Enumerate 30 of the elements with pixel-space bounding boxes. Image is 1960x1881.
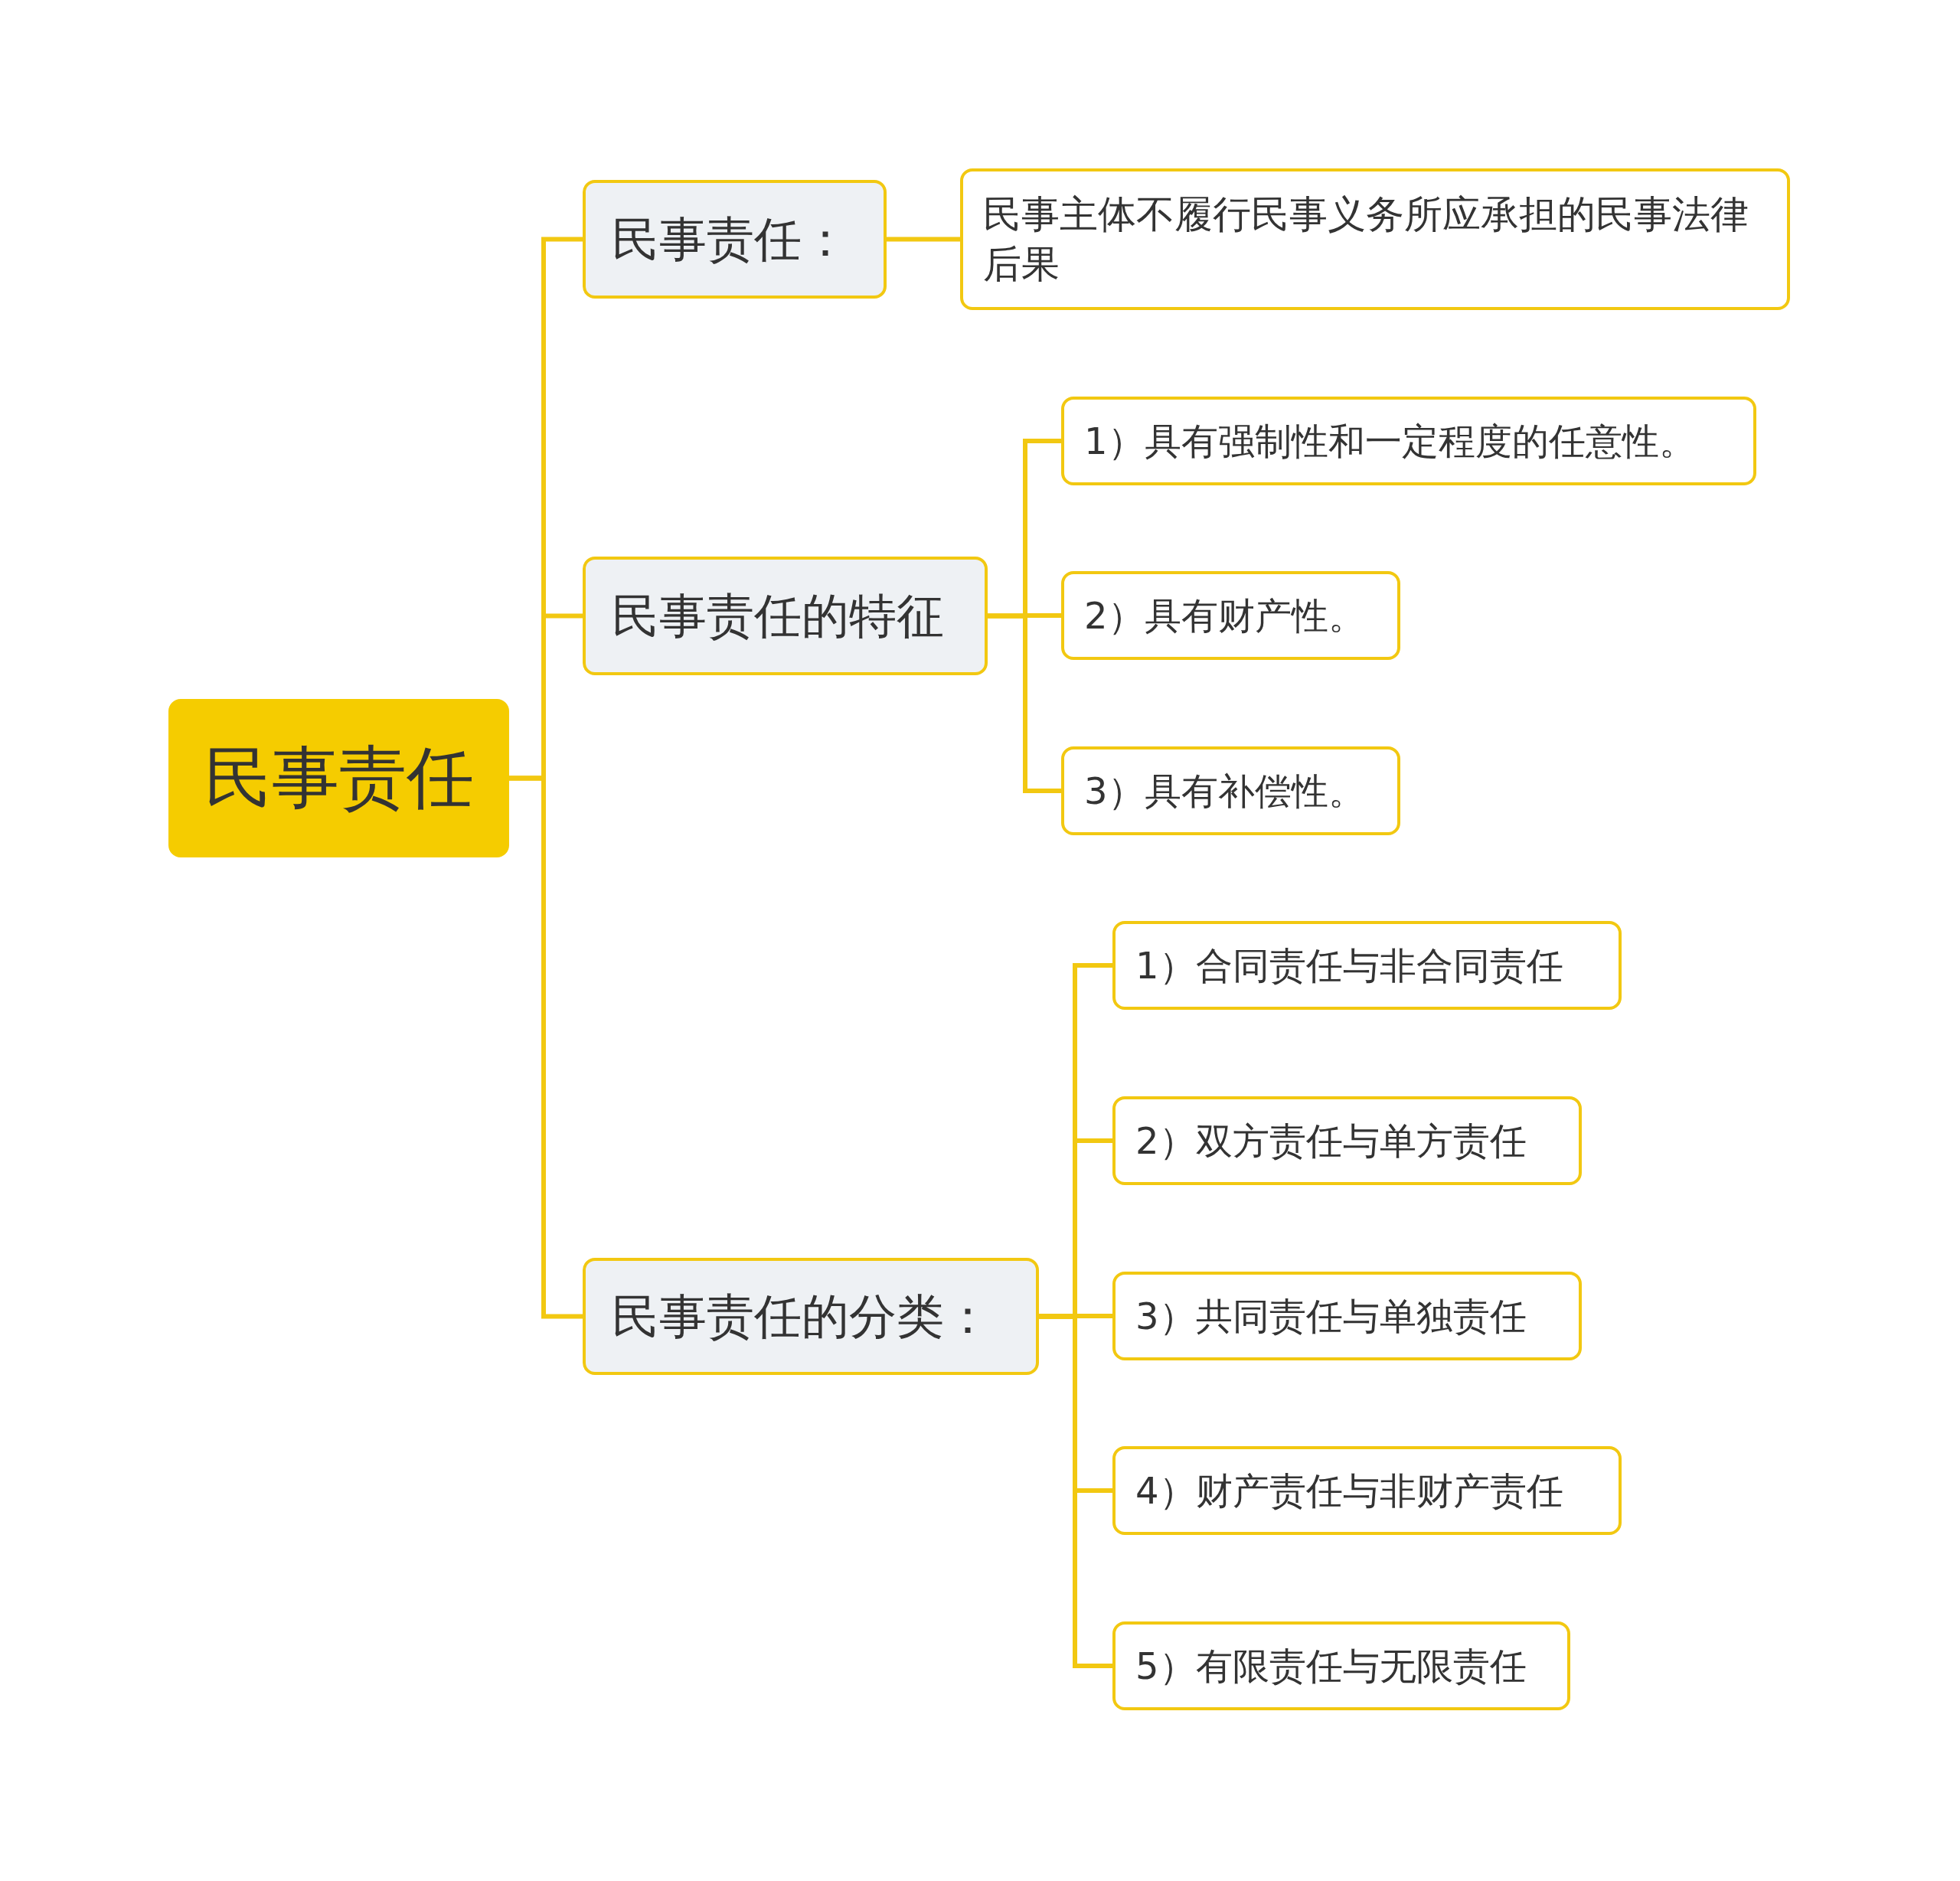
node-text: 民事责任的分类： [612, 1287, 991, 1346]
node-text: 3）具有补偿性。 [1084, 768, 1365, 814]
node-text: 2）具有财产性。 [1084, 593, 1365, 638]
subtopic-box [1061, 746, 1400, 835]
subtopic-box [1112, 1096, 1582, 1185]
node-text: 民事责任： [612, 210, 849, 269]
topic-box [583, 557, 988, 675]
node-text: 3）共同责任与单独责任 [1135, 1293, 1527, 1339]
subtopic-box [1061, 397, 1756, 485]
node-text: 1）具有强制性和一定程度的任意性。 [1084, 418, 1696, 464]
node-text: 民事主体不履行民事义务所应承担的民事法律后果 [983, 191, 1749, 288]
connector-line [1039, 1314, 1112, 1668]
subtopic-box [1112, 1621, 1570, 1710]
node-text: 4）财产责任与非财产责任 [1135, 1468, 1563, 1514]
node-text: 2）双方责任与单方责任 [1135, 1118, 1527, 1164]
connector-line [509, 776, 583, 1319]
central-topic [168, 699, 509, 857]
connector-line [887, 237, 960, 242]
node-text: 5）有限责任与无限责任 [1135, 1643, 1527, 1689]
node-text: 民事责任 [204, 737, 474, 818]
connector-line [988, 613, 1061, 793]
subtopic-box [960, 168, 1790, 310]
topic-box [583, 1258, 1039, 1375]
node-text: 民事责任的特征 [612, 586, 944, 645]
subtopic-box [1061, 571, 1400, 660]
subtopic-box [1112, 1446, 1622, 1535]
subtopic-box [1112, 1272, 1582, 1360]
topic-box [583, 180, 887, 299]
subtopic-box [1112, 921, 1622, 1010]
node-text: 1）合同责任与非合同责任 [1135, 942, 1563, 988]
